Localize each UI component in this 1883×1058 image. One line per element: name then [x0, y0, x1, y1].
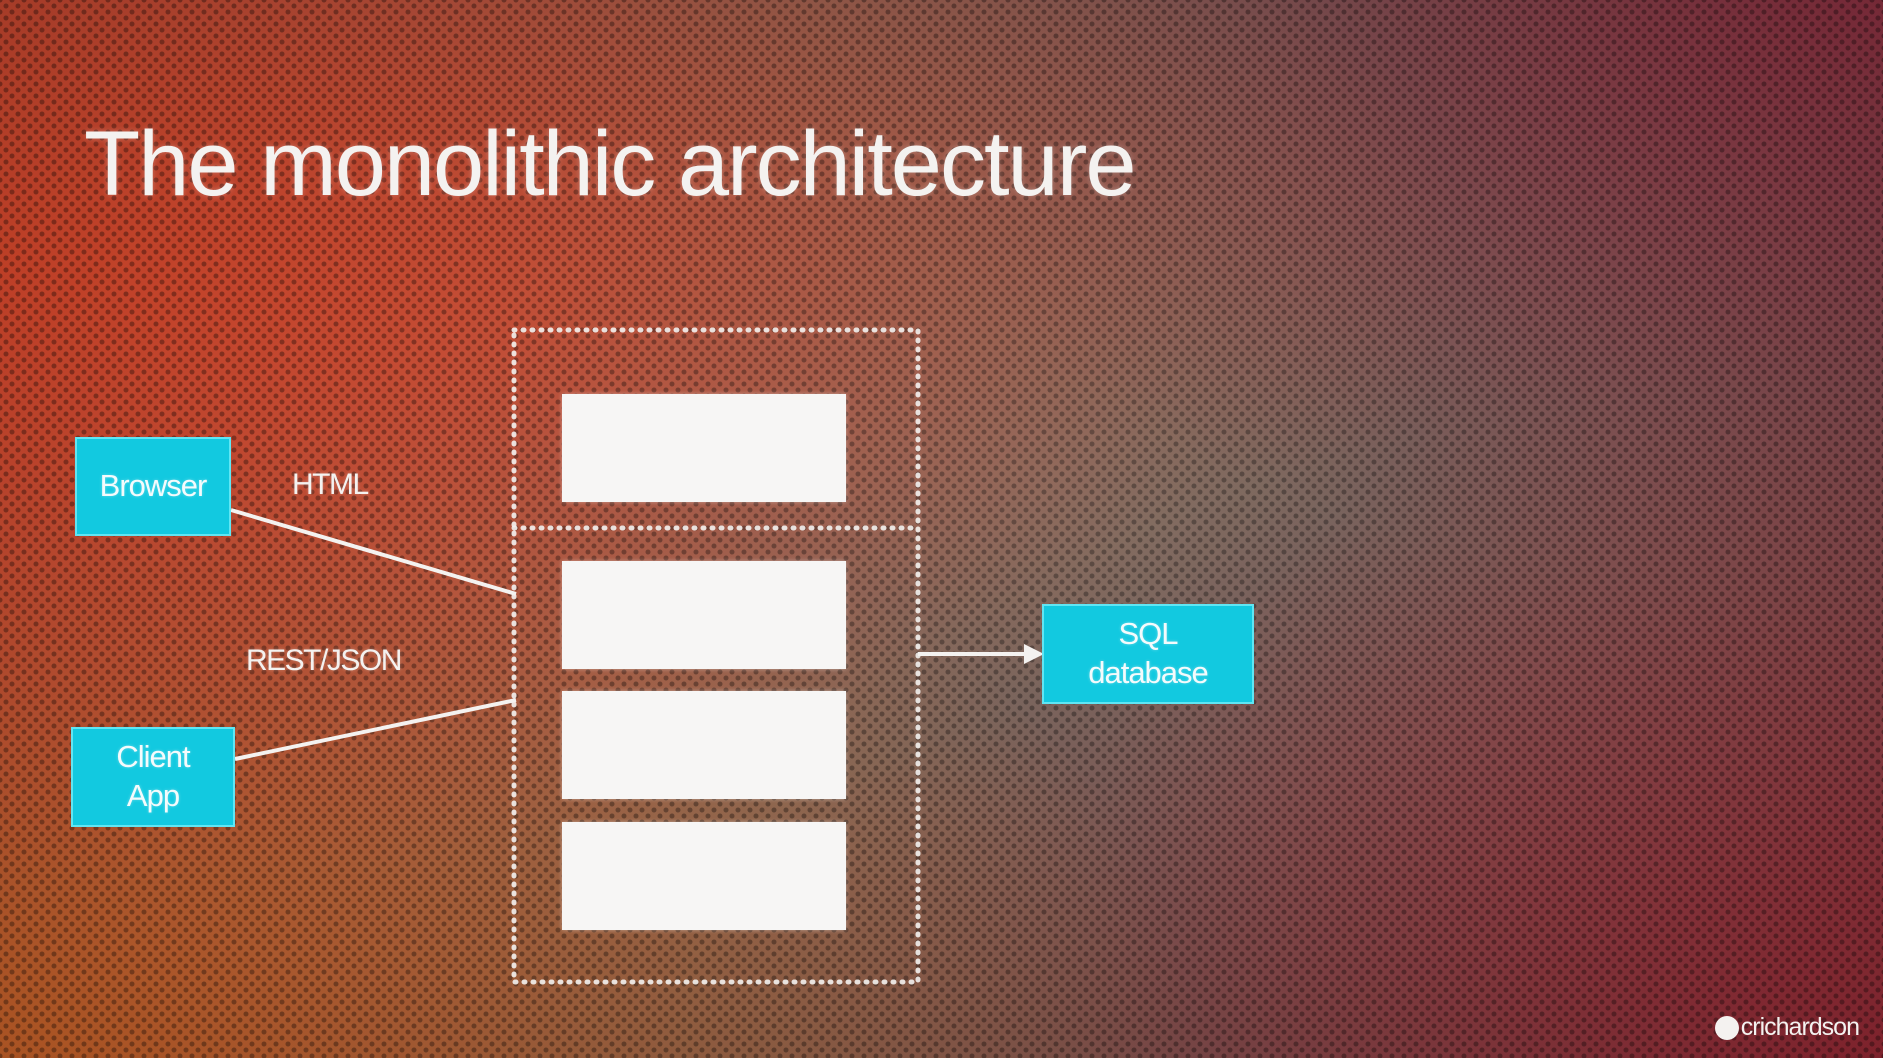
business-module-3 [562, 822, 846, 930]
author-handle-text: crichardson [1740, 1013, 1860, 1041]
browser-label: Browser [99, 468, 208, 504]
client-app-label-line-2: App [126, 778, 180, 813]
client-app-node: Client App [71, 727, 235, 827]
presentation-module [562, 394, 846, 502]
business-module-2 [562, 691, 846, 799]
at-sign-icon [1714, 1015, 1739, 1040]
sql-database-node: SQL database [1042, 604, 1254, 704]
browser-node: Browser [75, 437, 231, 536]
rest-json-edge-label: REST/JSON [246, 644, 402, 677]
sql-database-label-line-2: database [1088, 655, 1209, 690]
client-app-label-line-1: Client [116, 739, 190, 775]
sql-database-label-line-1: SQL [1118, 616, 1178, 652]
html-edge-label: HTML [292, 468, 369, 501]
browser-connector [230, 508, 517, 596]
business-module-1 [562, 561, 846, 669]
author-handle: crichardson [1714, 1013, 1860, 1042]
client-app-connector [234, 698, 517, 761]
slide-title: The monolithic architecture [84, 113, 1136, 215]
